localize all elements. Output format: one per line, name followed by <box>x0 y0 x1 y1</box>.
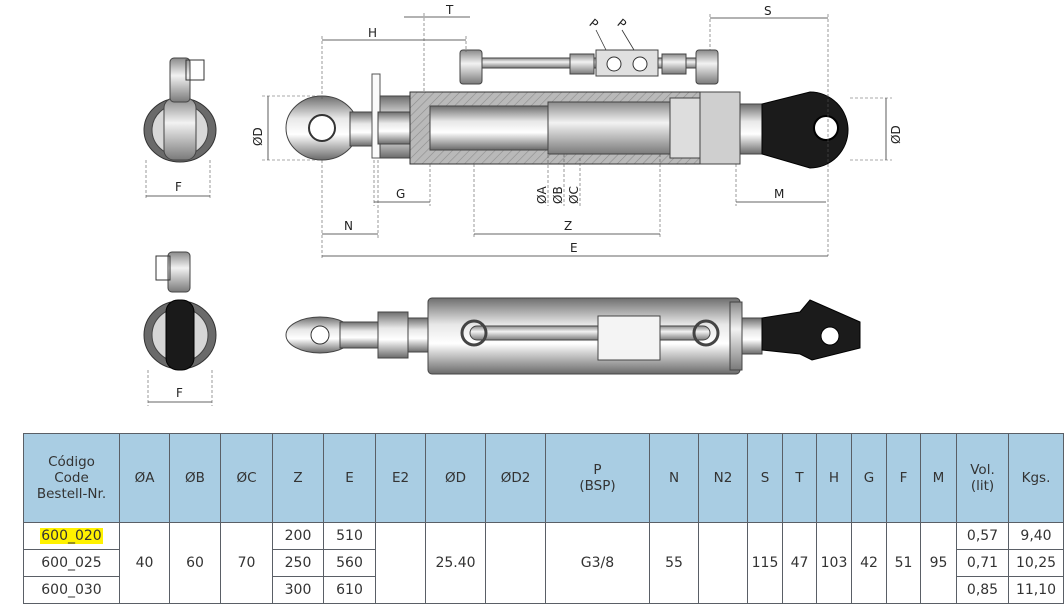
cell-H: 103 <box>816 522 852 604</box>
cell-P: G3/8 <box>545 522 650 604</box>
label-D-left: ØD <box>251 127 265 146</box>
label-D-right: ØD <box>889 125 903 144</box>
end-view-top: F <box>143 57 217 200</box>
cell-A: 40 <box>119 522 170 604</box>
cell-C: 70 <box>220 522 273 604</box>
cylinder-exterior-view <box>285 297 861 375</box>
table-row: 600_020 40 60 70 200 510 25.40 G3/8 55 1… <box>23 522 1064 604</box>
cell-code: 600_025 <box>23 549 120 577</box>
header-H: H <box>816 433 852 523</box>
label-T: T <box>445 3 454 17</box>
header-F: F <box>886 433 921 523</box>
table-row: 600_030 300 610 0,85 11,10 <box>23 576 1064 604</box>
label-F-top: F <box>175 180 182 194</box>
label-P-2: P <box>614 16 629 31</box>
header-code-line2: Code <box>54 470 89 486</box>
label-B: ØB <box>551 186 565 204</box>
header-C: ØC <box>220 433 273 523</box>
header-D2: ØD2 <box>485 433 546 523</box>
header-E: E <box>323 433 376 523</box>
cell-F: 51 <box>886 522 921 604</box>
cell-E2 <box>375 522 426 604</box>
cell-E: 610 <box>323 576 376 604</box>
cell-vol: 0,71 <box>956 549 1009 577</box>
header-G: G <box>851 433 887 523</box>
label-N: N <box>344 219 353 233</box>
header-D: ØD <box>425 433 486 523</box>
specification-table: Código Code Bestell-Nr. ØA ØB ØC Z E E2 … <box>23 433 1064 604</box>
label-G: G <box>396 187 405 201</box>
header-P: P (BSP) <box>545 433 650 523</box>
cell-B: 60 <box>169 522 221 604</box>
cell-N: 55 <box>649 522 699 604</box>
highlighted-code: 600_020 <box>40 528 103 544</box>
header-vol-line2: (lit) <box>970 478 995 494</box>
cylinder-section-view: H T S P P ØD ØD G N Z E <box>251 3 903 260</box>
header-N2: N2 <box>698 433 748 523</box>
header-code-line3: Bestell-Nr. <box>36 486 107 502</box>
header-vol-line1: Vol. <box>970 462 995 478</box>
cell-S: 115 <box>747 522 783 604</box>
header-A: ØA <box>119 433 170 523</box>
cell-N2 <box>698 522 748 604</box>
header-P-line1: P <box>593 462 602 478</box>
header-S: S <box>747 433 783 523</box>
cell-kgs: 9,40 <box>1008 522 1064 550</box>
label-M: M <box>774 187 784 201</box>
label-Z: Z <box>564 219 572 233</box>
cell-E: 560 <box>323 549 376 577</box>
cell-D2 <box>485 522 546 604</box>
cell-vol: 0,57 <box>956 522 1009 550</box>
label-S: S <box>764 4 772 18</box>
label-A: ØA <box>535 186 549 204</box>
table-header-row: Código Code Bestell-Nr. ØA ØB ØC Z E E2 … <box>23 433 1064 523</box>
header-Z: Z <box>272 433 324 523</box>
label-H: H <box>368 26 377 40</box>
header-kgs: Kgs. <box>1008 433 1064 523</box>
header-T: T <box>782 433 817 523</box>
cell-code: 600_030 <box>23 576 120 604</box>
header-M: M <box>920 433 957 523</box>
label-E: E <box>570 241 578 255</box>
cell-code: 600_020 <box>23 522 120 550</box>
header-P-line2: (BSP) <box>579 478 616 494</box>
cell-Z: 200 <box>272 522 324 550</box>
end-view-bottom: F <box>143 251 217 406</box>
cell-vol: 0,85 <box>956 576 1009 604</box>
cell-Z: 250 <box>272 549 324 577</box>
cell-M: 95 <box>920 522 957 604</box>
cell-G: 42 <box>851 522 887 604</box>
header-E2: E2 <box>375 433 426 523</box>
cell-kgs: 10,25 <box>1008 549 1064 577</box>
label-P-1: P <box>586 16 601 31</box>
label-C: ØC <box>567 186 581 204</box>
header-B: ØB <box>169 433 221 523</box>
cell-E: 510 <box>323 522 376 550</box>
header-code-line1: Código <box>48 454 95 470</box>
cell-T: 47 <box>782 522 817 604</box>
table-row: 600_025 250 560 0,71 10,25 <box>23 549 1064 577</box>
label-F-bottom: F <box>176 386 183 400</box>
header-vol: Vol. (lit) <box>956 433 1009 523</box>
cylinder-technical-drawing: F F <box>143 3 903 406</box>
cell-D: 25.40 <box>425 522 486 604</box>
cell-kgs: 11,10 <box>1008 576 1064 604</box>
cell-Z: 300 <box>272 576 324 604</box>
header-N: N <box>649 433 699 523</box>
header-code: Código Code Bestell-Nr. <box>23 433 120 523</box>
